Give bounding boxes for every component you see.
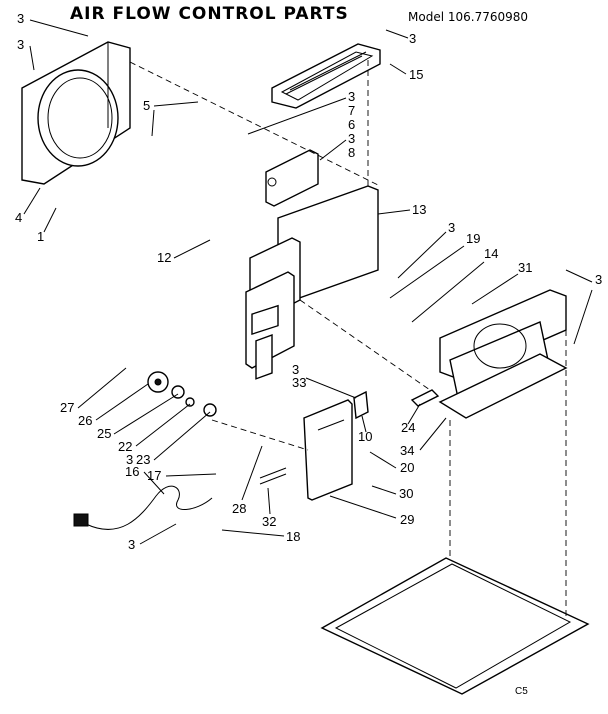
callout: 28 bbox=[232, 501, 246, 516]
callout: 13 bbox=[412, 202, 426, 217]
callout: 12 bbox=[157, 250, 171, 265]
model-number: Model 106.7760980 bbox=[408, 10, 529, 24]
callout: 18 bbox=[286, 529, 300, 544]
callout: 3 bbox=[348, 89, 355, 104]
base-pan bbox=[320, 557, 590, 695]
power-cord bbox=[73, 485, 213, 530]
front-grille-panel bbox=[21, 41, 131, 185]
callout: 3 bbox=[17, 37, 24, 52]
diagram-title: AIR FLOW CONTROL PARTS bbox=[70, 4, 349, 24]
callout: 6 bbox=[348, 117, 355, 132]
callout: 30 bbox=[399, 486, 413, 501]
callout: 20 bbox=[400, 460, 414, 475]
callout: 22 bbox=[118, 439, 132, 454]
callout: 17 bbox=[147, 468, 161, 483]
callout: 15 bbox=[409, 67, 423, 82]
callout: 3 bbox=[126, 452, 133, 467]
discharge-grille bbox=[271, 43, 381, 109]
callout: 10 bbox=[358, 429, 372, 444]
callout: 33 bbox=[292, 375, 306, 390]
callout: 23 bbox=[136, 452, 150, 467]
callout: 25 bbox=[97, 426, 111, 441]
switch-parts bbox=[251, 304, 287, 485]
damper-bracket bbox=[265, 149, 319, 207]
knob-parts bbox=[147, 371, 217, 417]
callout: 3 bbox=[348, 131, 355, 146]
callout: 32 bbox=[262, 514, 276, 529]
callout-labels: 3 3 3 15 3 7 6 3 8 5 4 1 13 12 3 bbox=[15, 11, 602, 552]
callout: 5 bbox=[143, 98, 150, 113]
callout: 3 bbox=[448, 220, 455, 235]
callout: 3 bbox=[17, 11, 24, 26]
callout: 31 bbox=[518, 260, 532, 275]
callout: 8 bbox=[348, 145, 355, 160]
callout: 27 bbox=[60, 400, 74, 415]
terminal-bracket bbox=[303, 399, 353, 501]
alignment-lines bbox=[129, 60, 567, 620]
callout: 3 bbox=[128, 537, 135, 552]
page-code: C5 bbox=[515, 686, 528, 697]
callout: 3 bbox=[292, 362, 299, 377]
callout: 26 bbox=[78, 413, 92, 428]
callout: 29 bbox=[400, 512, 414, 527]
callout: 1 bbox=[37, 229, 44, 244]
callout: 34 bbox=[400, 443, 414, 458]
callout: 3 bbox=[595, 272, 602, 287]
callout: 3 bbox=[409, 31, 416, 46]
callout: 24 bbox=[401, 420, 415, 435]
callout: 7 bbox=[348, 103, 355, 118]
callout: 4 bbox=[15, 210, 22, 225]
callout: 14 bbox=[484, 246, 498, 261]
callout: 19 bbox=[466, 231, 480, 246]
small-hardware bbox=[353, 389, 440, 420]
callout: 16 bbox=[125, 464, 139, 479]
mounting-bracket bbox=[438, 289, 568, 419]
